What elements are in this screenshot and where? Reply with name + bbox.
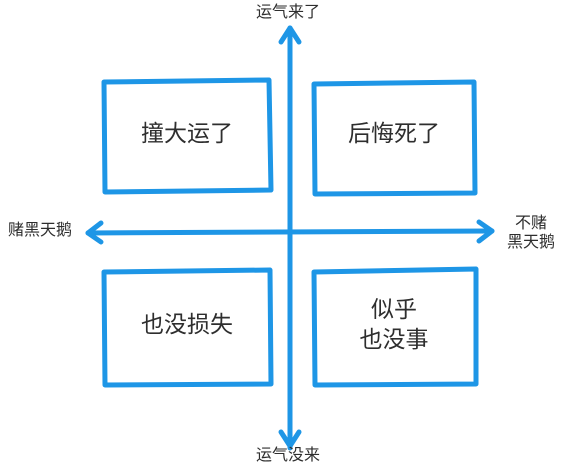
quadrant-label-bottom-right-line1: 似乎 (371, 297, 417, 323)
quadrant-label-bottom-right-line2: 也没事 (359, 326, 429, 353)
arrowhead-left-icon (85, 220, 104, 245)
axis-label-right-line1: 不赌 (514, 213, 547, 232)
axis-label-right-line2: 黑天鹅 (506, 232, 555, 252)
arrowhead-down-icon (278, 429, 302, 449)
quadrant-box-top-left (101, 77, 274, 195)
quadrant-box-bottom-left (101, 267, 274, 388)
horizontal-axis-arrow (85, 228, 495, 236)
axis-label-top: 运气来了 (255, 2, 320, 21)
quadrant-label-bottom-left: 也没损失 (141, 312, 233, 338)
quadrant-label-top-right: 后悔死了 (348, 121, 440, 147)
arrowhead-right-icon (476, 219, 495, 244)
arrowhead-up-icon (278, 25, 302, 45)
quadrant-label-bottom-right: 似乎 也没事 (314, 296, 474, 356)
quadrant-box-bottom-right (311, 266, 479, 388)
quadrant-box-top-right (311, 79, 478, 197)
axis-label-left: 赌黑天鹅 (7, 220, 72, 239)
axis-label-bottom: 运气没来 (255, 445, 320, 464)
quadrant-label-top-left: 撞大运了 (141, 121, 233, 147)
axis-label-right: 不赌 黑天鹅 (496, 213, 566, 251)
